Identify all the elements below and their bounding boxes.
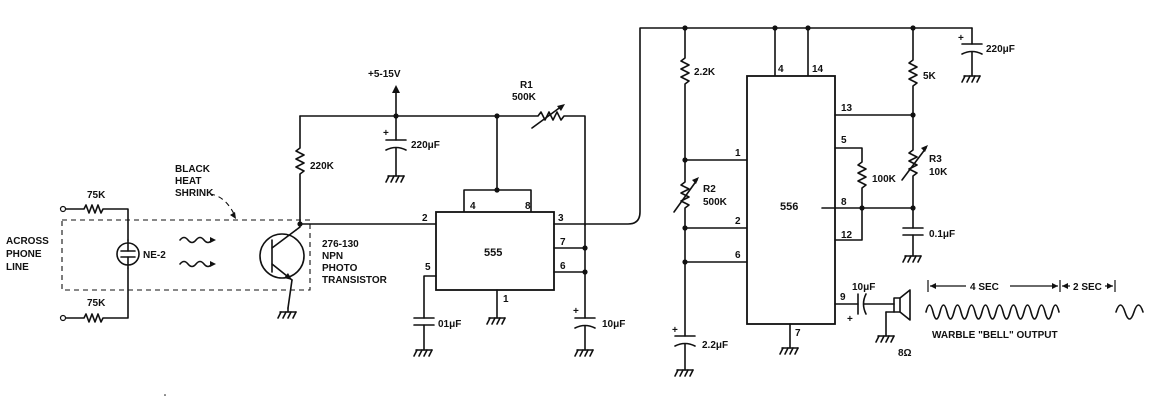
label-10uf-555: 10μF [602, 319, 625, 330]
resistor-2-2k: 2.2K [680, 27, 716, 161]
neon-lamp-ne2: NE-2 [116, 239, 166, 269]
pin-555-5: 5 [425, 262, 431, 273]
label-ne2: NE-2 [143, 250, 166, 261]
resistor-5k: 5K [908, 27, 937, 116]
label-2-sec: 2 SEC [1073, 282, 1102, 293]
label-01uf-right: 0.1μF [929, 229, 955, 240]
pin-555-7: 7 [560, 237, 566, 248]
warble-waveform: 4 SEC 2 SEC WARBLE "BELL" OUTPUT [925, 280, 1144, 341]
capacitor-01uf-right: 0.1μF [902, 227, 955, 263]
pin-556-5: 5 [841, 135, 847, 146]
input-section: ACROSS PHONE LINE 75K 75K NE-2 [6, 164, 388, 323]
label-pt-transistor: TRANSISTOR [322, 275, 388, 286]
label-pt-part: 276-130 [322, 239, 359, 250]
photo-transistor: 276-130 NPN PHOTO TRANSISTOR [259, 226, 388, 309]
pin-556-13: 13 [841, 103, 853, 114]
capacitor-220uf-left: + 220μF [383, 115, 440, 183]
pin-556-6: 6 [735, 250, 741, 261]
stray-dot [164, 394, 166, 396]
pin-556-7: 7 [795, 328, 801, 339]
capacitor-10uf-555: + 10μF [573, 306, 625, 357]
pin-556-14: 14 [812, 64, 824, 75]
pin-556-1: 1 [735, 148, 741, 159]
label-phone: PHONE [6, 249, 42, 260]
pin-556-12: 12 [841, 230, 853, 241]
pin-555-6: 6 [560, 261, 566, 272]
pin-555-8: 8 [525, 201, 531, 212]
pin-555-2: 2 [422, 213, 428, 224]
timer-556-section: 2.2K R2 500K + 2.2μF [672, 25, 1144, 377]
resistor-220k: 220K [295, 115, 335, 225]
resistor-100k: 100K [834, 147, 897, 209]
label-heat: HEAT [175, 176, 201, 187]
input-resistor-bottom: 75K [59, 267, 129, 323]
label-8-ohm: 8Ω [898, 348, 912, 359]
ic-556-label: 556 [780, 201, 798, 213]
capacitor-220uf-right: + 220μF [958, 27, 1015, 83]
label-220uf-left: 220μF [411, 140, 440, 151]
ground-556 [779, 323, 799, 355]
pin-556-2: 2 [735, 216, 741, 227]
ground-555 [486, 289, 506, 325]
plus-sign: + [958, 33, 964, 44]
label-r1-value: 500K [512, 92, 537, 103]
supply-terminal: +5-15V [368, 69, 401, 117]
resistor-r2: R2 500K [673, 159, 728, 229]
label-line: LINE [6, 262, 29, 273]
speaker-8-ohm: 8Ω [875, 289, 912, 359]
label-across: ACROSS [6, 236, 49, 247]
plus-sign: + [383, 128, 389, 139]
label-shrink: SHRINK [175, 188, 214, 199]
label-r2-value: 500K [703, 197, 728, 208]
pin-555-3: 3 [558, 213, 564, 224]
label-4-sec: 4 SEC [970, 282, 999, 293]
label-r1: R1 [520, 80, 533, 91]
input-resistor-top: 75K [59, 190, 129, 241]
plus-sign: + [573, 306, 579, 317]
capacitor-01uf-left: 01μF [413, 275, 461, 357]
ground-transistor [277, 307, 297, 319]
label-supply: +5-15V [368, 69, 401, 80]
label-5k: 5K [923, 71, 937, 82]
label-10uf-output: 10μF [852, 282, 875, 293]
label-warble-output: WARBLE "BELL" OUTPUT [932, 330, 1058, 341]
label-2-2uf: 2.2μF [702, 340, 728, 351]
label-220uf-right: 220μF [986, 44, 1015, 55]
label-black: BLACK [175, 164, 211, 175]
label-01uf-left: 01μF [438, 319, 461, 330]
timer-555-section: +5-15V R1 500K 220K + 220μF [295, 27, 973, 357]
plus-sign: + [847, 314, 853, 325]
label-r2: R2 [703, 184, 716, 195]
capacitor-2-2uf: + 2.2μF [672, 325, 728, 377]
light-waves [179, 236, 216, 268]
label-r3-value: 10K [929, 167, 948, 178]
pin-555-1: 1 [503, 294, 509, 305]
label-pt-photo: PHOTO [322, 263, 358, 274]
label-2-2k: 2.2K [694, 67, 716, 78]
ic-556-body [746, 75, 836, 325]
pin-556-4: 4 [778, 64, 784, 75]
ic-555-body [435, 211, 555, 291]
pin-556-8: 8 [841, 197, 847, 208]
pin-555-4: 4 [470, 201, 476, 212]
label-75k-top: 75K [87, 190, 106, 201]
ic-555-label: 555 [484, 247, 502, 259]
label-100k: 100K [872, 174, 897, 185]
plus-sign: + [672, 325, 678, 336]
output-stage: + 10μF [834, 282, 895, 325]
label-220k: 220K [310, 161, 335, 172]
heat-shrink-enclosure: BLACK HEAT SHRINK [61, 164, 311, 291]
pin-556-9: 9 [840, 292, 846, 303]
label-r3: R3 [929, 154, 942, 165]
label-pt-npn: NPN [322, 251, 343, 262]
resistor-r3: R3 10K [901, 114, 948, 209]
label-75k-bottom: 75K [87, 298, 106, 309]
